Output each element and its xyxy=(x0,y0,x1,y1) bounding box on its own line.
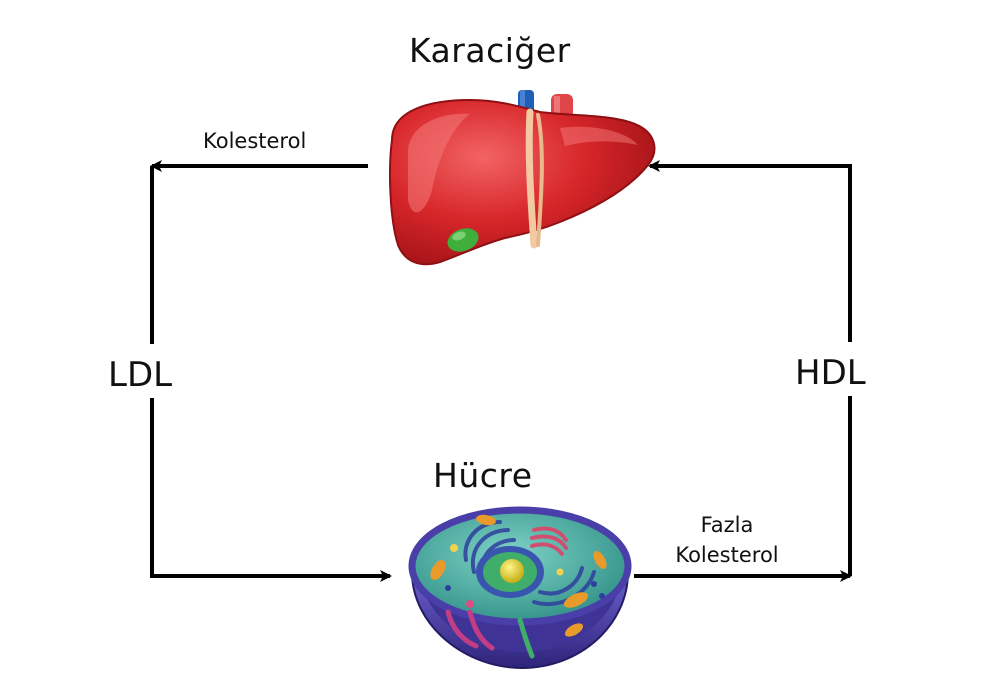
cell-title: Hücre xyxy=(433,456,533,495)
excess-cholesterol-line1: Fazla xyxy=(700,513,754,537)
nucleolus-icon xyxy=(500,559,524,583)
ldl-label: LDL xyxy=(108,355,173,395)
arrow-hdl-to-liver xyxy=(648,160,852,342)
excess-cholesterol-label: Fazla Kolesterol xyxy=(647,510,807,570)
cell-icon xyxy=(408,506,632,670)
arrow-ldl-to-cell xyxy=(150,398,392,582)
mitochondria-icon xyxy=(430,514,607,608)
liver-icon xyxy=(389,90,656,266)
excess-cholesterol-line2: Kolesterol xyxy=(675,543,779,567)
hdl-label: HDL xyxy=(795,353,866,393)
liver-title: Karaciğer xyxy=(409,31,571,70)
cholesterol-arrow-label: Kolesterol xyxy=(203,129,307,153)
